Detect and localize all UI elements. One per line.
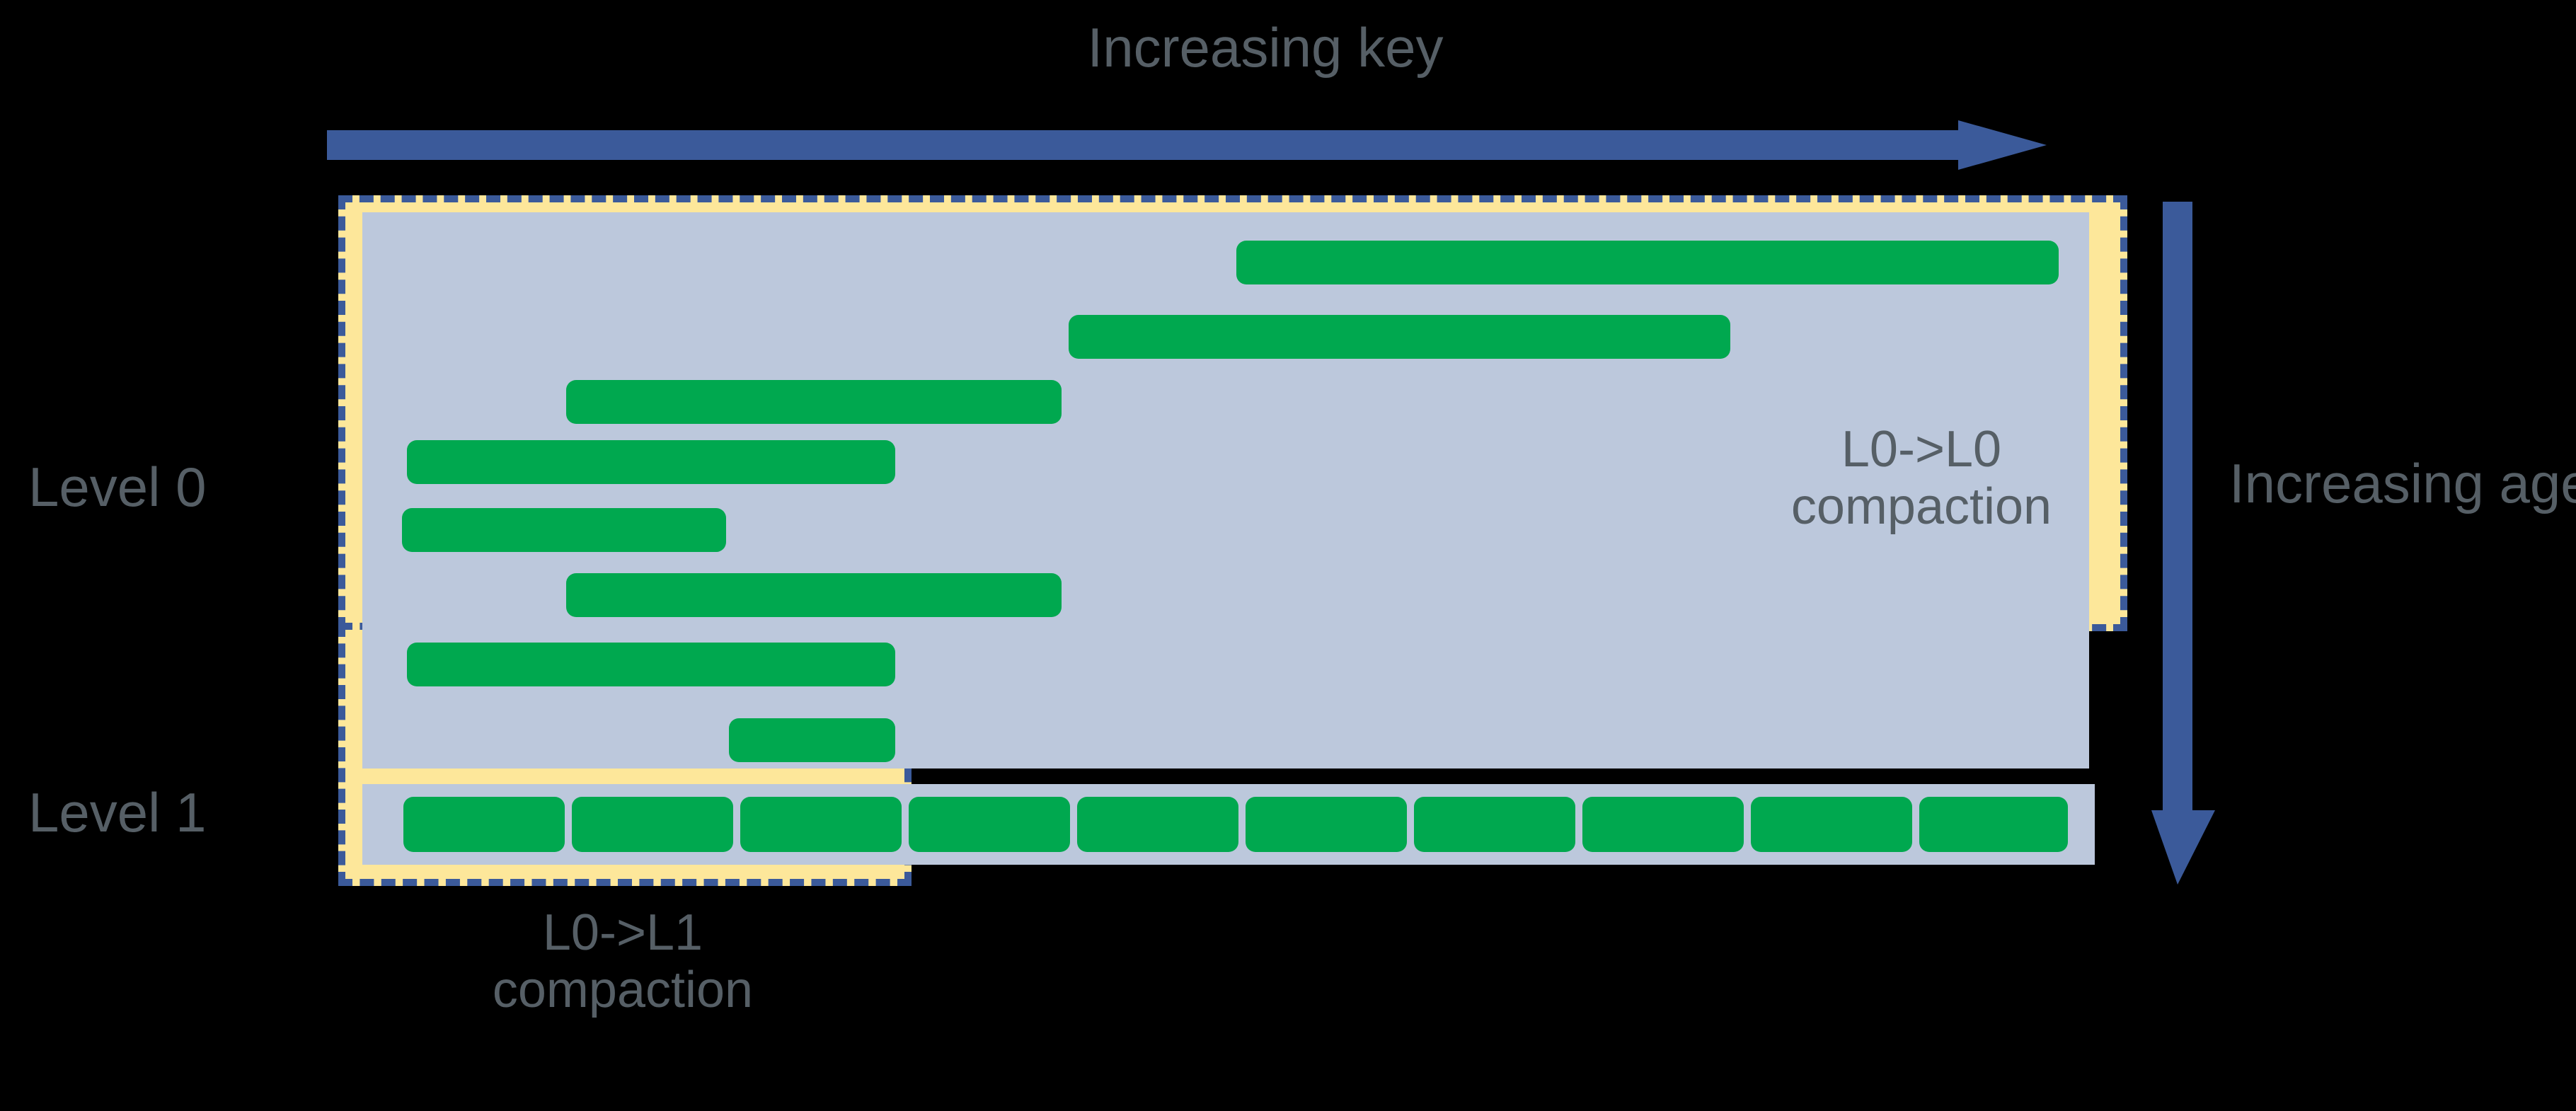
sstable-block [1751,797,1912,852]
sstable-block [1077,797,1238,852]
sstable-block [1919,797,2068,852]
sstable-block [740,797,902,852]
level0-row-label: Level 0 [28,456,207,518]
sstable-block [909,797,1070,852]
sstable-block [566,380,1062,424]
sstable-block [1582,797,1744,852]
sstable-block [566,573,1062,617]
sstable-block [572,797,733,852]
sstable-block [1414,797,1575,852]
arrow-right-icon [327,120,2047,170]
sstable-block [729,718,895,762]
sstable-block [403,797,565,852]
l0-to-l0-compaction-label: L0->L0 compaction [1790,421,2052,535]
sstable-block [402,508,726,552]
l0-to-l1-compaction-label: L0->L1 compaction [492,904,754,1018]
level1-row-label: Level 1 [28,781,207,844]
arrow-down-icon [2151,202,2215,885]
sstable-block [1236,241,2059,284]
sstable-block [407,643,895,686]
sstable-block [407,440,895,484]
sstable-block [1246,797,1407,852]
sstable-block [1069,315,1730,359]
page-title: Increasing key [1087,16,1444,79]
increasing-age-label: Increasing age [2229,452,2576,514]
